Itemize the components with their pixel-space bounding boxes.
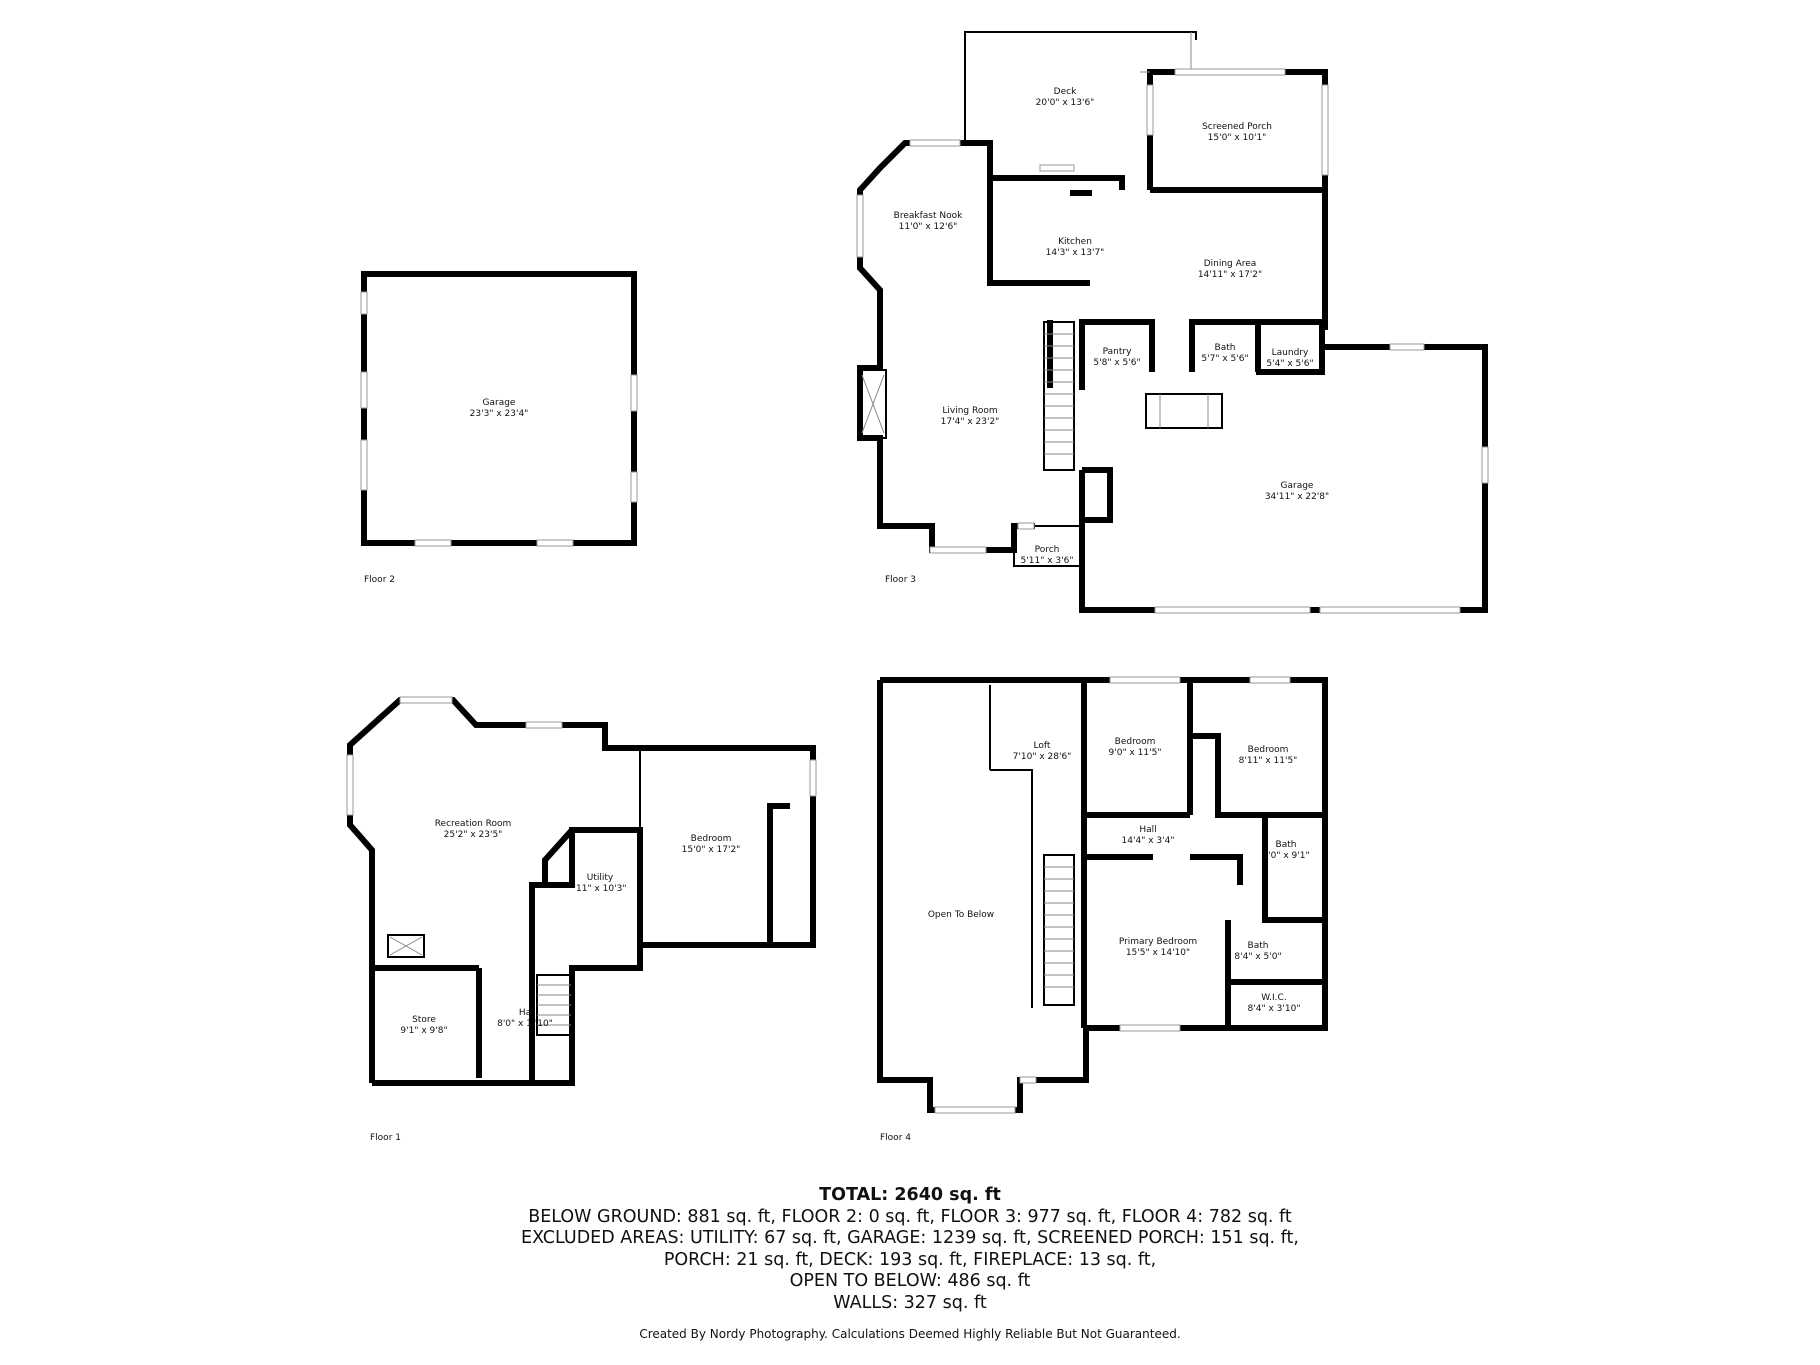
summary-line: WALLS: 327 sq. ft <box>833 1292 987 1313</box>
room-name: Deck <box>1054 87 1077 97</box>
room-name: Bedroom <box>691 834 732 844</box>
floor-label: Floor 1 <box>370 1133 401 1143</box>
room-name: Screened Porch <box>1202 122 1272 132</box>
room-dimensions: 5'7" x 5'6" <box>1201 354 1248 364</box>
room-name: Bedroom <box>1115 737 1156 747</box>
room-dimensions: 11'0" x 12'6" <box>899 222 958 232</box>
room-dimensions: 20'0" x 13'6" <box>1036 98 1095 108</box>
room-name: Bedroom <box>1248 745 1289 755</box>
room-name: Breakfast Nook <box>894 211 963 221</box>
room-dimensions: 7'10" x 28'6" <box>1013 752 1072 762</box>
summary-line: PORCH: 21 sq. ft, DECK: 193 sq. ft, FIRE… <box>663 1249 1157 1270</box>
room-name: Recreation Room <box>435 819 512 829</box>
room-dimensions: 14'3" x 13'7" <box>1046 248 1105 258</box>
room-dimensions: 5'0" x 9'1" <box>1262 851 1309 861</box>
room-dimensions: 8'4" x 5'0" <box>1234 952 1281 962</box>
room-name: Utility <box>587 873 614 883</box>
floor-3-plan: Deck 20'0" x 13'6" Screened Porch 15'0" … <box>856 31 1489 614</box>
area-summary: TOTAL: 2640 sq. ft BELOW GROUND: 881 sq.… <box>0 1185 1820 1314</box>
room-name: Living Room <box>942 406 997 416</box>
room-name: W.I.C. <box>1261 993 1286 1003</box>
room-dimensions: 5'11" x 3'6" <box>1021 556 1074 566</box>
floor-1-plan: Recreation Room 25'2" x 23'5" Bedroom 15… <box>346 696 817 1143</box>
room-name: Pantry <box>1103 347 1132 357</box>
summary-line: BELOW GROUND: 881 sq. ft, FLOOR 2: 0 sq.… <box>528 1206 1292 1227</box>
room-dimensions: 15'5" x 14'10" <box>1126 948 1190 958</box>
room-name: Hall <box>1139 825 1156 835</box>
room-name: Garage <box>483 398 516 408</box>
room-name: Loft <box>1034 741 1051 751</box>
room-name: Garage <box>1281 481 1314 491</box>
room-name: Store <box>412 1015 436 1025</box>
floor-label: Floor 4 <box>880 1133 911 1143</box>
room-dimensions: 14'11" x 17'2" <box>1198 270 1262 280</box>
room-name: Laundry <box>1272 348 1309 358</box>
room-name: Bath <box>1248 941 1269 951</box>
summary-total: TOTAL: 2640 sq. ft <box>819 1185 1001 1205</box>
room-dimensions: 17'4" x 23'2" <box>941 417 1000 427</box>
room-dimensions: 23'3" x 23'4" <box>470 409 529 419</box>
room-dimensions: 5'8" x 5'6" <box>1093 358 1140 368</box>
room-name: Open To Below <box>928 910 994 920</box>
room-dimensions: 25'2" x 23'5" <box>444 830 503 840</box>
room-name: Kitchen <box>1058 237 1092 247</box>
room-name: Primary Bedroom <box>1119 937 1197 947</box>
room-dimensions: 14'4" x 3'4" <box>1122 836 1175 846</box>
room-dimensions: 8'0" x 1 '10" <box>497 1019 553 1029</box>
room-name: Bath <box>1276 840 1297 850</box>
room-dimensions: 8'4" x 3'10" <box>1248 1004 1301 1014</box>
room-dimensions: 8'11" x 11'5" <box>1239 756 1298 766</box>
room-dimensions: 15'0" x 10'1" <box>1208 133 1267 143</box>
room-name: Ha <box>519 1008 531 1018</box>
room-dimensions: 9'1" x 9'8" <box>400 1026 447 1036</box>
room-name: Dining Area <box>1204 259 1257 269</box>
room-dimensions: 9'0" x 11'5" <box>1109 748 1162 758</box>
room-name: Porch <box>1035 545 1060 555</box>
room-dimensions: 34'11" x 22'8" <box>1265 492 1329 502</box>
credit-footer: Created By Nordy Photography. Calculatio… <box>639 1327 1181 1341</box>
summary-line: EXCLUDED AREAS: UTILITY: 67 sq. ft, GARA… <box>521 1228 1299 1248</box>
room-name: Bath <box>1215 343 1236 353</box>
room-dimensions: 15'0" x 17'2" <box>682 845 741 855</box>
floor-2-plan: Garage 23'3" x 23'4" Floor 2 <box>360 271 638 585</box>
summary-line: OPEN TO BELOW: 486 sq. ft <box>789 1271 1031 1291</box>
floor-4-plan: Loft 7'10" x 28'6" Bedroom 9'0" x 11'5" … <box>877 676 1328 1143</box>
floor-label: Floor 2 <box>364 575 395 585</box>
room-dimensions: '11" x 10'3" <box>574 884 627 894</box>
floor-label: Floor 3 <box>885 575 916 585</box>
room-dimensions: 5'4" x 5'6" <box>1266 359 1313 369</box>
